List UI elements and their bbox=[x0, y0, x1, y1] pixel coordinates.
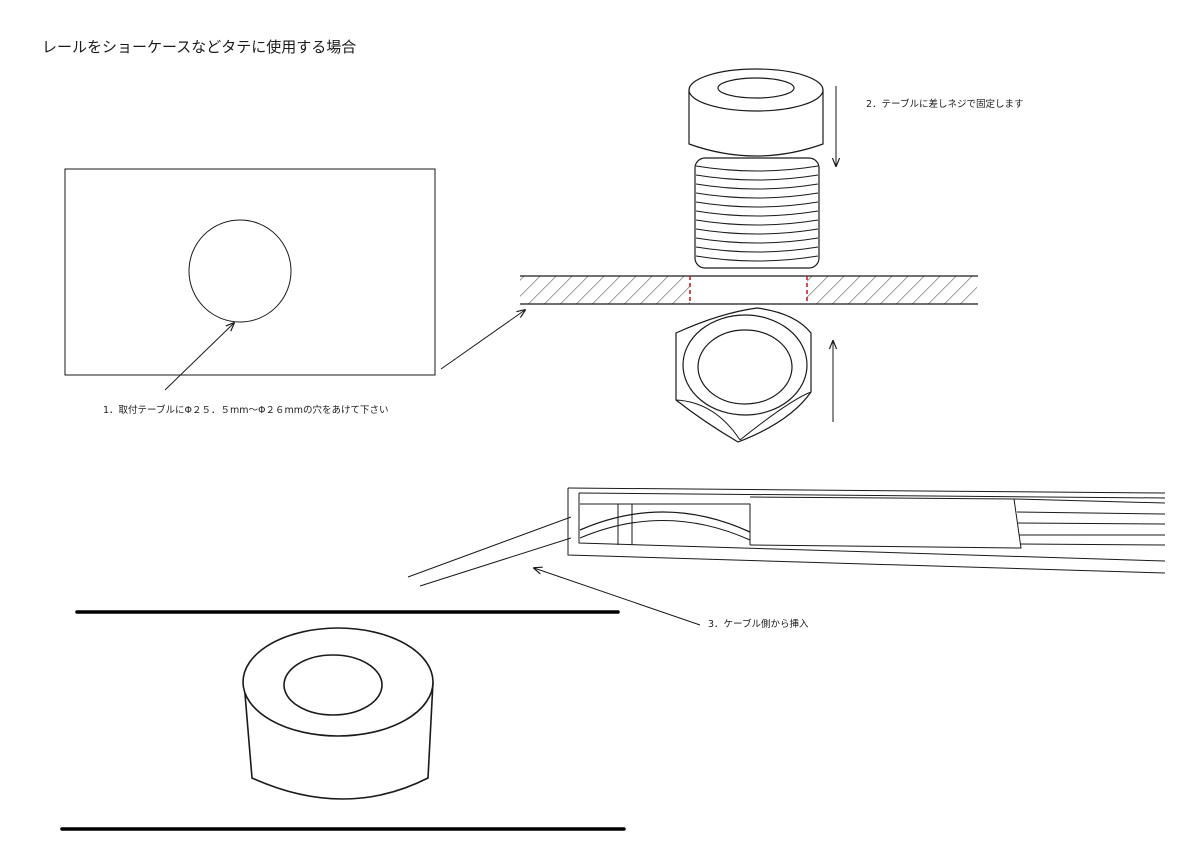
step-3-label: 3．ケーブル側から挿入 bbox=[708, 619, 809, 630]
step-1-label: 1．取付テーブルにΦ２５．５mm～Φ２６mmの穴をあけて下さい bbox=[103, 405, 389, 416]
arrow-to-section bbox=[440, 310, 525, 370]
bolt-head bbox=[688, 68, 824, 157]
table-cross-section bbox=[520, 275, 978, 305]
step-2-label: 2．テーブルに差しネジで固定します bbox=[866, 99, 1024, 110]
bolt-illustration bbox=[688, 68, 824, 269]
insert-arrow bbox=[534, 568, 701, 626]
rail-illustration bbox=[407, 487, 1165, 587]
arrow-to-hole bbox=[164, 323, 234, 391]
bolt-thread bbox=[694, 157, 820, 269]
page-title: レールをショーケースなどタテに使用する場合 bbox=[42, 38, 357, 56]
table-panel-with-hole bbox=[64, 168, 436, 376]
bushing-illustration bbox=[242, 627, 434, 800]
hex-nut-illustration bbox=[675, 307, 812, 443]
